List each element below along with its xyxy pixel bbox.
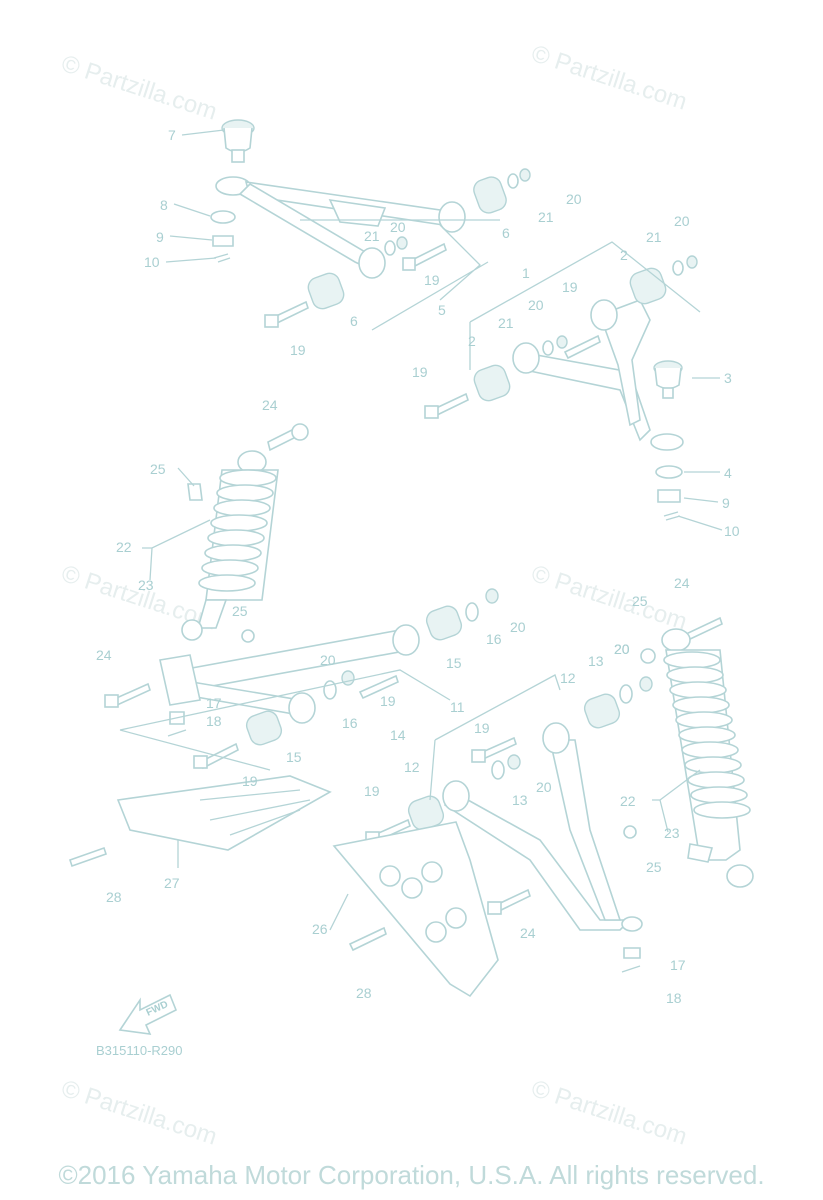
callout-label: 16 bbox=[486, 631, 502, 647]
watermark: © Partzilla.com bbox=[528, 40, 690, 116]
callout-label: 25 bbox=[646, 859, 662, 875]
spring-coils bbox=[663, 651, 751, 819]
callout-label: 25 bbox=[632, 593, 648, 609]
callout-label: 19 bbox=[412, 364, 428, 380]
callout-label: 20 bbox=[528, 297, 544, 313]
fwd-arrow: FWD bbox=[118, 993, 178, 1035]
callout-label: 18 bbox=[666, 990, 682, 1006]
callout-label: 12 bbox=[404, 759, 420, 775]
callout-label: 11 bbox=[450, 699, 465, 715]
frame-bracket bbox=[332, 821, 499, 998]
callout-label: 15 bbox=[286, 749, 302, 765]
watermark: © Partzilla.com bbox=[528, 560, 690, 636]
callout-label: 25 bbox=[232, 603, 248, 619]
callout-label: 26 bbox=[312, 921, 328, 937]
leader-lines bbox=[119, 129, 723, 931]
upper-arm-assembly-left bbox=[210, 119, 531, 328]
diagram-code: B315110-R290 bbox=[96, 1043, 183, 1058]
callout-label: 9 bbox=[156, 229, 164, 245]
callout-label: 13 bbox=[512, 792, 528, 808]
callout-labels: 7 8 9 10 21 20 19 6 5 20 21 6 19 20 21 2… bbox=[96, 127, 740, 1006]
callout-label: 19 bbox=[380, 693, 396, 709]
callout-label: 10 bbox=[144, 254, 160, 270]
lower-arm-assembly-right bbox=[365, 676, 653, 973]
callout-label: 20 bbox=[536, 779, 552, 795]
callout-label: 24 bbox=[96, 647, 112, 663]
callout-label: 20 bbox=[390, 219, 406, 235]
copyright-notice: ©2016 Yamaha Motor Corporation, U.S.A. A… bbox=[58, 1160, 765, 1190]
callout-label: 20 bbox=[674, 213, 690, 229]
callout-label: 20 bbox=[510, 619, 526, 635]
callout-label: 23 bbox=[138, 577, 154, 593]
watermark: © Partzilla.com bbox=[58, 1075, 220, 1151]
callout-label: 8 bbox=[160, 197, 168, 213]
callout-label: 16 bbox=[342, 715, 358, 731]
callout-label: 20 bbox=[320, 652, 336, 668]
upper-arm-assembly-right bbox=[424, 255, 698, 521]
callout-label: 18 bbox=[206, 713, 222, 729]
callout-label: 14 bbox=[390, 727, 406, 743]
callout-label: 10 bbox=[724, 523, 740, 539]
callout-label: 23 bbox=[664, 825, 680, 841]
callout-label: 19 bbox=[562, 279, 578, 295]
callout-label: 24 bbox=[262, 397, 278, 413]
callout-label: 19 bbox=[474, 720, 490, 736]
callout-label: 4 bbox=[724, 465, 732, 481]
callout-label: 6 bbox=[350, 313, 358, 329]
callout-label: 1 bbox=[522, 265, 530, 281]
callout-label: 3 bbox=[724, 370, 732, 386]
shock-absorber-left bbox=[181, 423, 309, 643]
callout-label: 19 bbox=[242, 773, 258, 789]
callout-label: 9 bbox=[722, 495, 730, 511]
callout-label: 21 bbox=[646, 229, 662, 245]
skid-plate bbox=[68, 775, 332, 868]
callout-label: 28 bbox=[356, 985, 372, 1001]
callout-label: 20 bbox=[566, 191, 582, 207]
callout-label: 28 bbox=[106, 889, 122, 905]
lower-arm-assembly-left bbox=[104, 588, 499, 770]
shock-absorber-right bbox=[640, 616, 754, 888]
spring-coils bbox=[198, 469, 277, 592]
callout-label: 7 bbox=[168, 127, 176, 143]
callout-label: 17 bbox=[670, 957, 686, 973]
watermark: © Partzilla.com bbox=[528, 1075, 690, 1151]
callout-label: 19 bbox=[424, 272, 440, 288]
callout-label: 19 bbox=[290, 342, 306, 358]
callout-label: 22 bbox=[116, 539, 132, 555]
callout-label: 20 bbox=[614, 641, 630, 657]
callout-label: 13 bbox=[588, 653, 604, 669]
callout-label: 2 bbox=[620, 247, 628, 263]
callout-label: 20 bbox=[614, 641, 630, 657]
callout-label: 19 bbox=[364, 783, 380, 799]
callout-label: 27 bbox=[164, 875, 180, 891]
callout-label: 12 bbox=[560, 670, 576, 686]
callout-label: 22 bbox=[620, 793, 636, 809]
callout-label: 5 bbox=[438, 302, 446, 318]
callout-label: 24 bbox=[674, 575, 690, 591]
callout-label: 6 bbox=[502, 225, 510, 241]
callout-label: 2 bbox=[468, 333, 476, 349]
callout-label: 25 bbox=[150, 461, 166, 477]
callout-label: 21 bbox=[364, 228, 380, 244]
callout-label: 21 bbox=[538, 209, 554, 225]
callout-label: 21 bbox=[498, 315, 514, 331]
watermark: © Partzilla.com bbox=[58, 50, 220, 126]
callout-label: 15 bbox=[446, 655, 462, 671]
callout-label: 17 bbox=[206, 695, 222, 711]
callout-label: 24 bbox=[520, 925, 536, 941]
